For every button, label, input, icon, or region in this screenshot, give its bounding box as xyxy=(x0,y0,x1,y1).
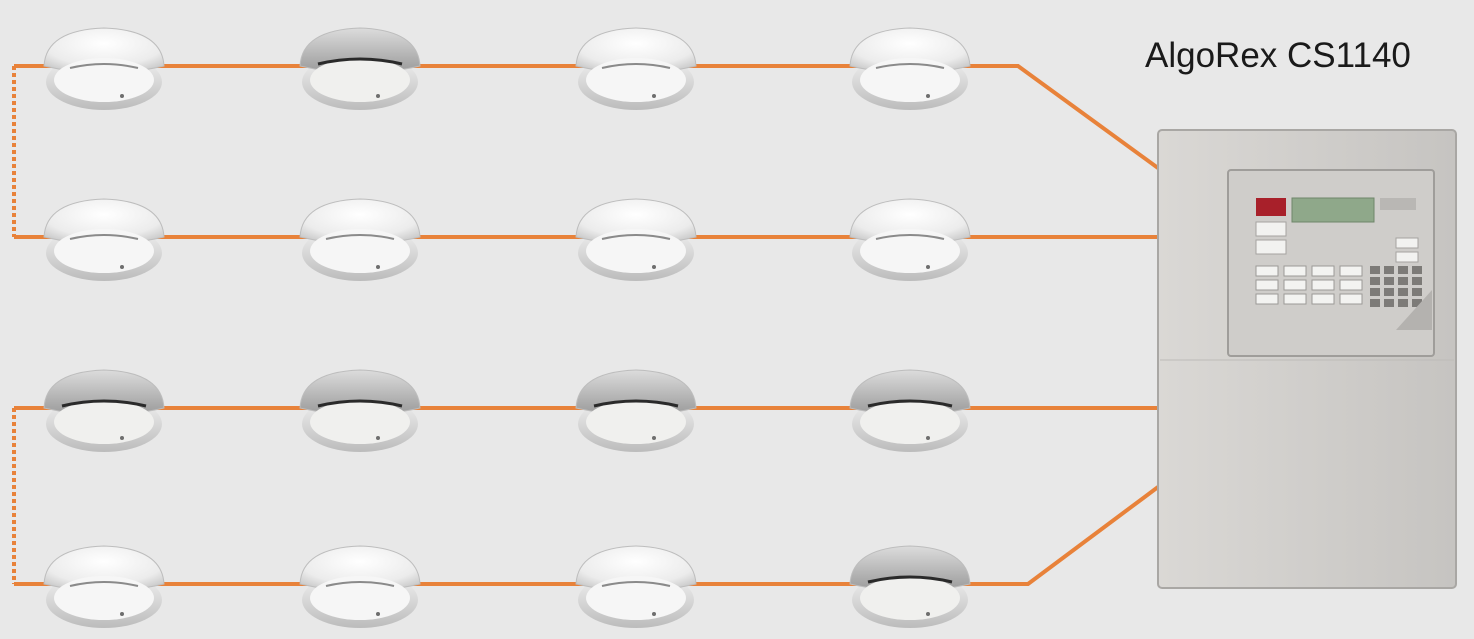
keypad-key xyxy=(1370,299,1380,307)
keypad-key xyxy=(1412,277,1422,285)
smoke-detector-icon xyxy=(850,28,970,110)
smoke-detector-icon xyxy=(300,546,420,628)
smoke-detector-icon xyxy=(44,28,164,110)
smoke-detector-icon-domed xyxy=(850,546,970,628)
panel-key xyxy=(1284,294,1306,304)
keypad-key xyxy=(1384,299,1394,307)
panel-key xyxy=(1340,280,1362,290)
panel-key xyxy=(1340,294,1362,304)
panel-label-strip xyxy=(1380,198,1416,210)
smoke-detector-icon xyxy=(44,546,164,628)
smoke-detector-icon-domed xyxy=(44,370,164,452)
keypad-key xyxy=(1398,288,1408,296)
panel-key xyxy=(1256,266,1278,276)
panel-key xyxy=(1340,266,1362,276)
keypad-key xyxy=(1398,277,1408,285)
keypad-key xyxy=(1412,288,1422,296)
control-panel xyxy=(1158,130,1456,588)
smoke-detector-icon xyxy=(850,199,970,281)
detectors xyxy=(44,28,970,628)
panel-key xyxy=(1256,294,1278,304)
keypad-key xyxy=(1370,266,1380,274)
panel-key xyxy=(1312,280,1334,290)
alarm-indicator xyxy=(1256,198,1286,216)
panel-key xyxy=(1312,266,1334,276)
wires xyxy=(14,66,1158,584)
smoke-detector-icon xyxy=(576,546,696,628)
smoke-detector-icon xyxy=(300,199,420,281)
keypad-key xyxy=(1384,277,1394,285)
panel-key xyxy=(1312,294,1334,304)
keypad-key xyxy=(1384,288,1394,296)
smoke-detector-icon-domed xyxy=(300,370,420,452)
keypad-key xyxy=(1384,266,1394,274)
keypad-key xyxy=(1412,266,1422,274)
panel-key xyxy=(1284,266,1306,276)
keypad-key xyxy=(1398,266,1408,274)
smoke-detector-icon xyxy=(576,28,696,110)
smoke-detector-icon-domed xyxy=(850,370,970,452)
keypad-key xyxy=(1370,277,1380,285)
panel-key xyxy=(1256,280,1278,290)
lcd-display xyxy=(1292,198,1374,222)
smoke-detector-icon-domed xyxy=(300,28,420,110)
panel-key xyxy=(1284,280,1306,290)
keypad-key xyxy=(1398,299,1408,307)
keypad-key xyxy=(1370,288,1380,296)
smoke-detector-icon xyxy=(44,199,164,281)
smoke-detector-icon-domed xyxy=(576,370,696,452)
smoke-detector-icon xyxy=(576,199,696,281)
